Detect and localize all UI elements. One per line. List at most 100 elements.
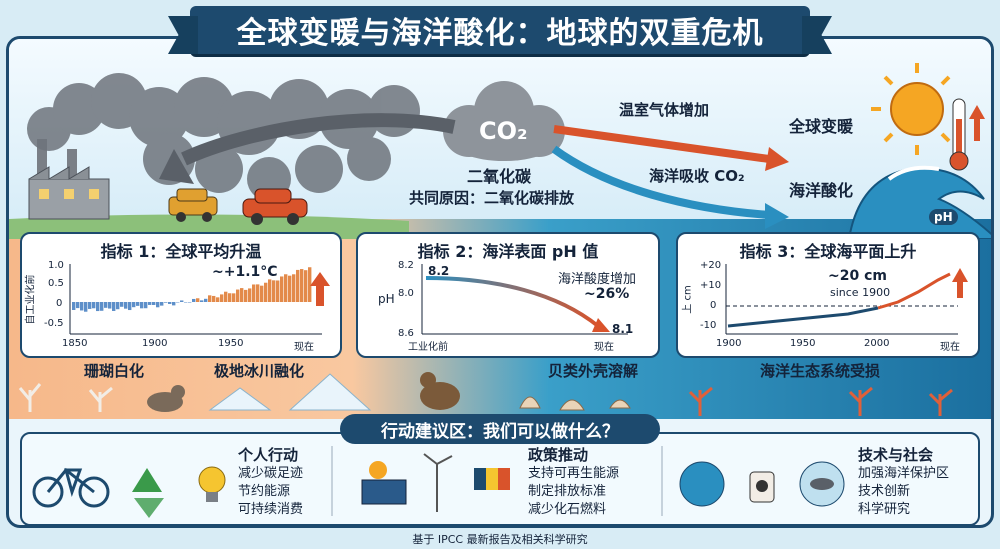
fish-icon [799,461,845,507]
temperature-bar [100,302,104,311]
temperature-bar [132,302,136,308]
temperature-bar [216,297,220,302]
temperature-bar [268,279,272,302]
co2-cloud [443,81,565,161]
panel-title: 指标 2：海洋表面 pH 值 [417,242,599,261]
y-tick: 8.6 [398,328,414,339]
ocean-icon [679,461,725,507]
panel-sea-level: 指标 3：全球海平面上升 上 cm +20 +10 0 -10 ~20 cm s… [676,232,980,358]
temperature-bar [152,302,156,305]
iceberg-icon [208,373,372,411]
y-axis-label: 上 cm [682,285,694,314]
temperature-bar [256,284,260,302]
y-tick: 1.0 [48,260,64,271]
temperature-bar [148,302,152,305]
bulb-icon [198,466,226,502]
group-item: 制定排放标准 [528,484,607,499]
temperature-bar [248,288,252,302]
co2-label: CO₂ [479,117,528,145]
bicycle-icon [32,467,110,508]
arrow2-result: 海洋酸化 [789,181,854,200]
temperature-bar [168,302,172,304]
temperature-bar [236,289,240,302]
temperature-chart [69,264,330,335]
footer: 基于 IPCC 最新报告及相关科学研究 [412,533,588,546]
temperature-bar [188,302,192,303]
temperature-bar [240,288,244,302]
x-tick: 1850 [62,338,88,349]
temperature-bar [260,285,264,302]
coral-icon [18,383,113,412]
solar-panel-icon [361,461,407,505]
temperature-bar [288,275,292,302]
panel-ph: 指标 2：海洋表面 pH 值 pH 8.2 8.0 8.6 8.2 8.1 海洋… [356,232,660,358]
action-group-policy: 政策推动 支持可再生能源 制定排放标准 减少化石燃料 [528,444,619,519]
temperature-bar [308,267,312,302]
action-title: 行动建议区：我们可以做什么？ [340,414,660,444]
impact-ecosystem: 海洋生态系统受损 [760,362,881,380]
sun-icon [871,63,963,155]
group-head: 个人行动 [238,446,299,464]
temperature-bar [280,276,284,302]
temperature-bar [208,295,212,302]
temperature-bar [212,295,216,302]
title-banner: 全球变暖与海洋酸化：地球的双重危机 [190,6,810,54]
temperature-bar [144,302,148,309]
y-tick: 0.5 [48,278,64,289]
flag-icon [474,468,510,490]
seal-icon [147,385,185,412]
action-icons [32,446,845,518]
otter-icon [420,372,460,410]
temperature-bar [88,302,92,309]
x-tick: 1950 [218,338,244,349]
x-tick: 现在 [594,342,614,353]
annotation: ~+1.1°C [212,264,278,280]
temperature-bar [228,293,232,302]
temperature-bar [232,293,236,302]
temperature-bar [112,302,116,311]
panel-title: 指标 1：全球平均升温 [100,242,262,261]
arrow2-label: 海洋吸收 CO₂ [649,167,745,185]
temperature-bar [84,302,88,312]
group-item: 支持可再生能源 [528,466,620,481]
temperature-bar [224,291,228,302]
x-tick: 1950 [790,338,816,349]
temperature-bar [120,302,124,307]
temperature-bar [96,302,100,312]
temperature-bar [264,282,268,302]
co2-name: 二氧化碳 [467,167,532,186]
temperature-bar [200,300,204,302]
recycle-icon [132,468,164,518]
temperature-bar [136,302,140,306]
temperature-bars [72,267,312,312]
temperature-bar [272,280,276,302]
y-tick: +20 [700,260,722,271]
x-tick: 现在 [940,342,960,353]
y-tick: 8.0 [398,288,414,299]
temperature-bar [164,302,168,303]
temperature-bar [140,302,144,309]
panel-title: 指标 3：全球海平面上升 [739,242,917,261]
impact-coral: 珊瑚白化 [84,362,145,380]
ph-chart [421,264,628,335]
temperature-bar [292,274,296,302]
group-item: 技术创新 [858,484,911,499]
ph-badge: pH [929,209,958,225]
temperature-bar [252,284,256,302]
group-item: 节约能源 [238,484,291,499]
thermometer-icon [949,98,985,171]
temperature-bar [104,302,108,308]
y-tick: 8.2 [398,260,414,271]
x-tick: 现在 [294,342,314,353]
panel-temperature: 指标 1：全球平均升温 自工业化前 1.0 0.5 0 -0.5 1850 19… [20,232,342,358]
group-head: 技术与社会 [858,446,934,464]
factory-icon [28,139,110,220]
impact-glacier: 极地冰川融化 [214,362,305,380]
temperature-bar [284,274,288,302]
y-tick: 0 [56,298,63,309]
temperature-bar [128,302,132,311]
action-group-personal: 个人行动 减少碳足迹 节约能源 可持续消费 [238,444,303,519]
temperature-bar [172,302,176,306]
x-tick: 1900 [716,338,742,349]
